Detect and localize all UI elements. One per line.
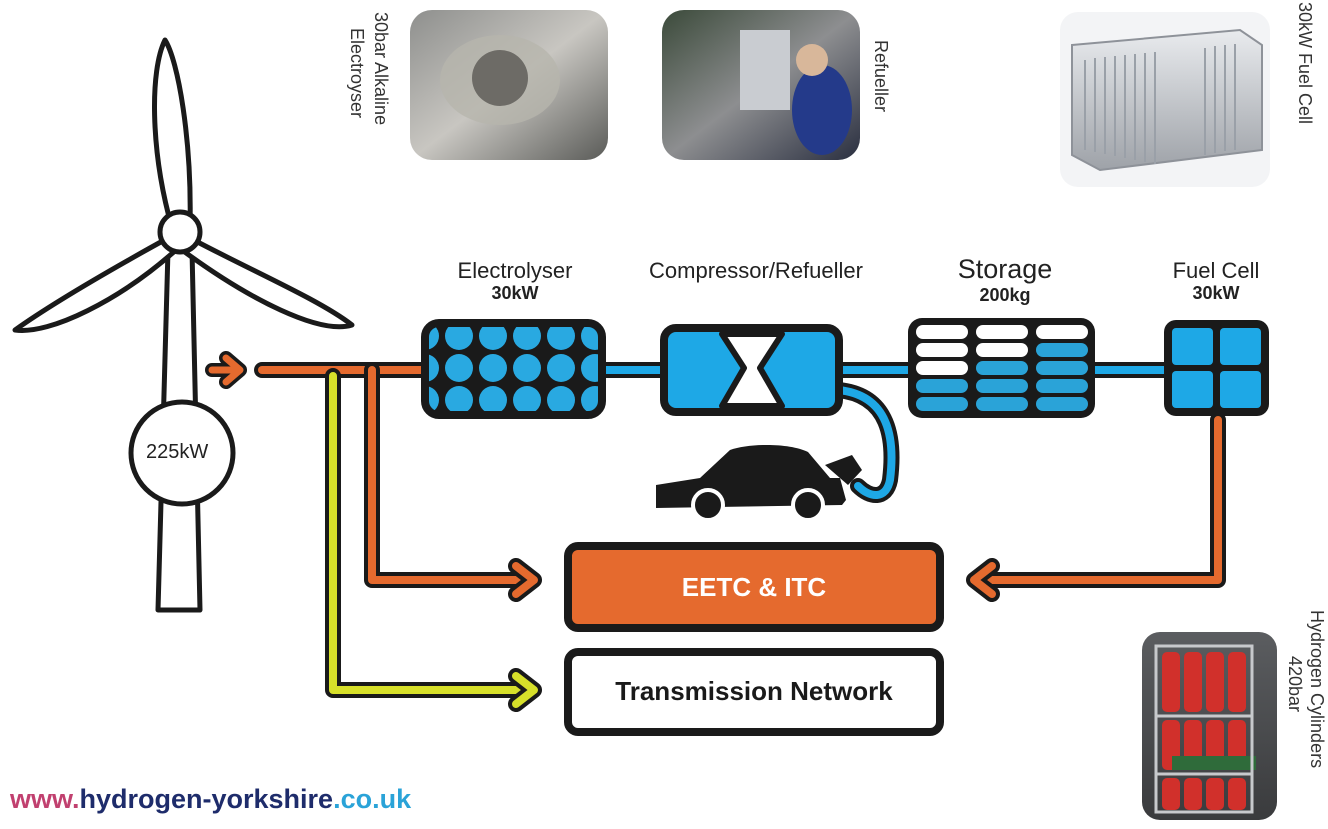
cylinders-photo (1142, 632, 1277, 820)
url-suffix: .co.uk (333, 784, 412, 814)
wind-turbine (12, 37, 355, 613)
compressor-block (660, 324, 843, 416)
turbine-blade-left (12, 235, 179, 333)
fuel-cell-rating: 30kW (1192, 283, 1240, 303)
turbine-generator (128, 399, 236, 507)
storage-rating: 200kg (979, 285, 1031, 305)
transmission-box (564, 648, 944, 736)
electrolyser-rating: 30kW (491, 283, 539, 303)
electrolyser-title: Electrolyser (457, 258, 573, 283)
cylinders-caption-line1: Hydrogen Cylinders (1307, 610, 1327, 769)
turbine-rating: 225kW (146, 441, 209, 463)
turbine-blade-right (179, 235, 355, 330)
fuel-cell-block (1164, 320, 1269, 416)
storage-title: Storage (957, 254, 1053, 284)
electrolyser-caption-line1: 30bar Alkaline (371, 12, 391, 126)
eetc-label: EETC & ITC (681, 572, 827, 602)
url-prefix: www. (10, 784, 80, 814)
url-name: hydrogen-yorkshire (79, 784, 334, 814)
refueller-caption: Refueller (871, 40, 891, 113)
turbine-blade-up (152, 37, 193, 231)
storage-block (908, 318, 1095, 418)
eetc-box (564, 542, 944, 632)
turbine-hub (157, 209, 203, 255)
car-icon (656, 444, 862, 522)
compressor-title: Compressor/Refueller (649, 258, 863, 283)
website-url[interactable]: www.hydrogen-yorkshire.co.uk (10, 784, 411, 815)
power-lines (205, 351, 1226, 712)
fuel-cell-caption: 30kW Fuel Cell (1295, 2, 1315, 125)
electrolyser-block (421, 319, 606, 419)
refueller-photo (662, 10, 860, 160)
electrolyser-photo (410, 10, 608, 160)
fuel-cell-photo (1060, 12, 1270, 187)
transmission-label: Transmission Network (615, 676, 893, 706)
fuel-cell-title: Fuel Cell (1172, 258, 1260, 283)
electrolyser-caption-line2: Electroyser (347, 28, 367, 119)
cylinders-caption-line2: 420bar (1285, 656, 1305, 713)
